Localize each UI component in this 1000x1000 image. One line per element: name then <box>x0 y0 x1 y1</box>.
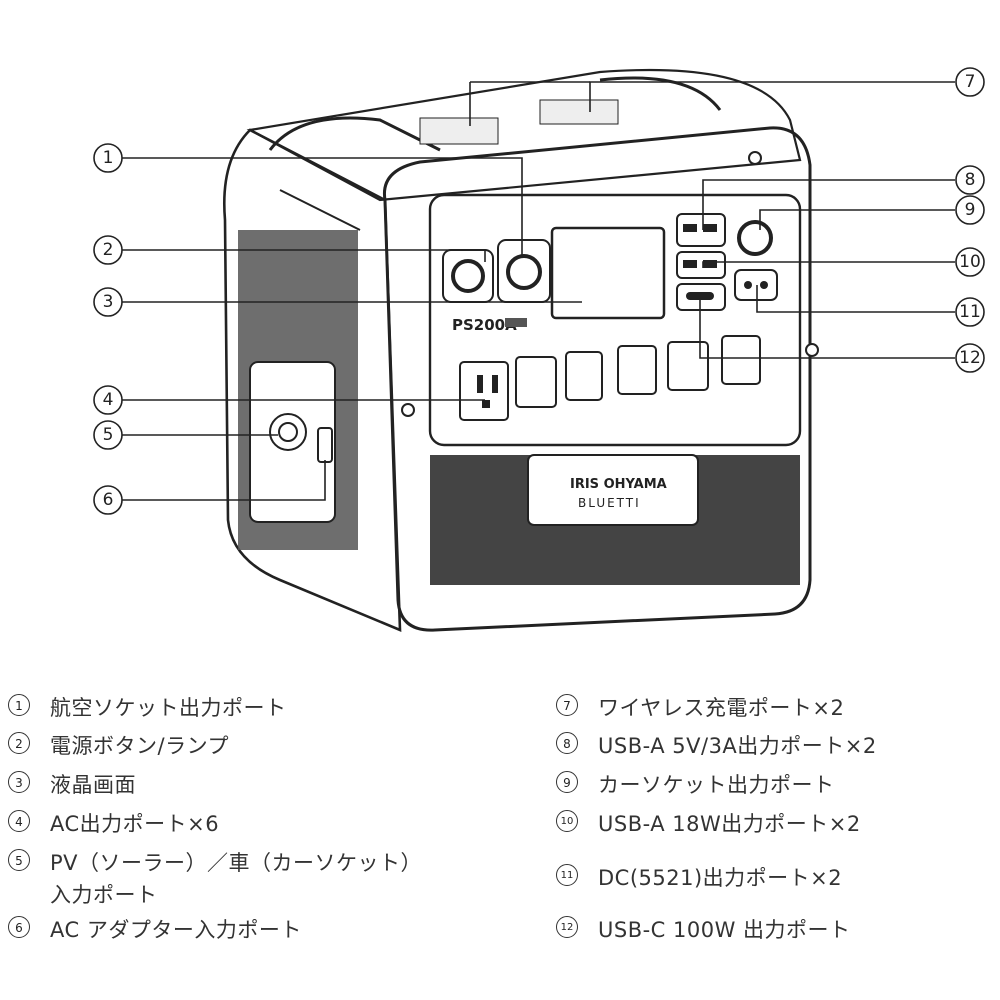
legend-text: 液晶画面 <box>50 773 136 797</box>
callout-6: 6 <box>93 485 123 515</box>
legend-text: USB-A 5V/3A出力ポート×2 <box>598 734 877 758</box>
legend-text: ワイヤレス充電ポート×2 <box>598 696 845 720</box>
legend-number: 8 <box>556 732 578 754</box>
legend-number: 6 <box>8 916 30 938</box>
leader-lines <box>122 81 955 501</box>
legend-number: 2 <box>8 732 30 754</box>
legend-item-5: 5 PV（ソーラー）／車（カーソケット） 入力ポート <box>8 847 422 911</box>
usb-a-5v-ports-shape <box>676 213 726 247</box>
power-station-illustration: PS200A <box>223 68 819 632</box>
legend-item-8: 8 USB-A 5V/3A出力ポート×2 <box>556 730 877 762</box>
product-diagram: PS200A <box>93 67 985 632</box>
legend-text: 電源ボタン/ランプ <box>50 734 229 758</box>
usb-a-18w-ports-shape <box>676 251 726 279</box>
callout-9-number: 9 <box>965 200 976 220</box>
callout-4: 4 <box>93 385 123 415</box>
legend-number: 5 <box>8 849 30 871</box>
legend: 1 航空ソケット出力ポート 2 電源ボタン/ランプ 3 液晶画面 4 AC出力ポ… <box>0 692 1000 982</box>
legend-text: AC アダプター入力ポート <box>50 918 302 942</box>
legend-item-7: 7 ワイヤレス充電ポート×2 <box>556 692 844 724</box>
callout-11: 11 <box>955 297 985 327</box>
legend-item-10: 10 USB-A 18W出力ポート×2 <box>556 808 861 840</box>
callout-1-number: 1 <box>103 148 114 168</box>
legend-item-12: 12 USB-C 100W 出力ポート <box>556 914 851 946</box>
legend-number: 3 <box>8 771 30 793</box>
legend-item-9: 9 カーソケット出力ポート <box>556 769 835 801</box>
legend-text: PV（ソーラー）／車（カーソケット） 入力ポート <box>50 851 423 907</box>
legend-item-4: 4 AC出力ポート×6 <box>8 808 219 840</box>
legend-number: 10 <box>556 810 578 832</box>
brand-bottom: BLUETTI <box>578 496 641 510</box>
model-label: PS200A <box>452 316 517 334</box>
callout-9: 9 <box>955 195 985 225</box>
callout-2-number: 2 <box>103 240 114 260</box>
callout-7-number: 7 <box>965 72 976 92</box>
legend-number: 7 <box>556 694 578 716</box>
legend-text: 航空ソケット出力ポート <box>50 696 287 720</box>
callout-2: 2 <box>93 235 123 265</box>
aviation-socket-shape <box>506 254 542 290</box>
callout-10-number: 10 <box>959 252 981 272</box>
callout-3-number: 3 <box>103 292 114 312</box>
legend-text: DC(5521)出力ポート×2 <box>598 866 843 890</box>
callout-4-number: 4 <box>103 390 114 410</box>
car-socket-shape <box>737 220 773 256</box>
brand-top: IRIS OHYAMA <box>570 477 667 492</box>
callout-11-number: 11 <box>959 302 981 322</box>
legend-number: 1 <box>8 694 30 716</box>
legend-number: 12 <box>556 916 578 938</box>
legend-item-6: 6 AC アダプター入力ポート <box>8 914 302 946</box>
legend-text: USB-C 100W 出力ポート <box>598 918 851 942</box>
legend-item-3: 3 液晶画面 <box>8 769 136 801</box>
legend-number: 11 <box>556 864 578 886</box>
callout-1: 1 <box>93 143 123 173</box>
callout-5-number: 5 <box>103 425 114 445</box>
dc-5521-ports-shape <box>734 269 778 301</box>
legend-number: 4 <box>8 810 30 832</box>
ac-outlets-shape <box>459 335 761 421</box>
callout-12: 12 <box>955 343 985 373</box>
wireless-pad-1-shape <box>419 117 499 145</box>
legend-item-11: 11 DC(5521)出力ポート×2 <box>556 862 842 894</box>
callout-10: 10 <box>955 247 985 277</box>
legend-text: AC出力ポート×6 <box>50 812 220 836</box>
callout-3: 3 <box>93 287 123 317</box>
power-button-shape <box>451 259 485 293</box>
ac-adapter-port-shape <box>317 427 333 463</box>
callout-8-number: 8 <box>965 170 976 190</box>
wireless-pad-2-shape <box>539 99 619 125</box>
callout-12-number: 12 <box>959 348 981 368</box>
legend-item-1: 1 航空ソケット出力ポート <box>8 692 287 724</box>
lcd-screen-shape <box>550 226 666 320</box>
usb-c-port-shape <box>676 283 726 311</box>
legend-item-2: 2 電源ボタン/ランプ <box>8 730 229 762</box>
callout-5: 5 <box>93 420 123 450</box>
legend-text: USB-A 18W出力ポート×2 <box>598 812 861 836</box>
legend-number: 9 <box>556 771 578 793</box>
legend-text: カーソケット出力ポート <box>598 773 835 797</box>
callout-6-number: 6 <box>103 490 114 510</box>
callout-7: 7 <box>955 67 985 97</box>
callout-8: 8 <box>955 165 985 195</box>
